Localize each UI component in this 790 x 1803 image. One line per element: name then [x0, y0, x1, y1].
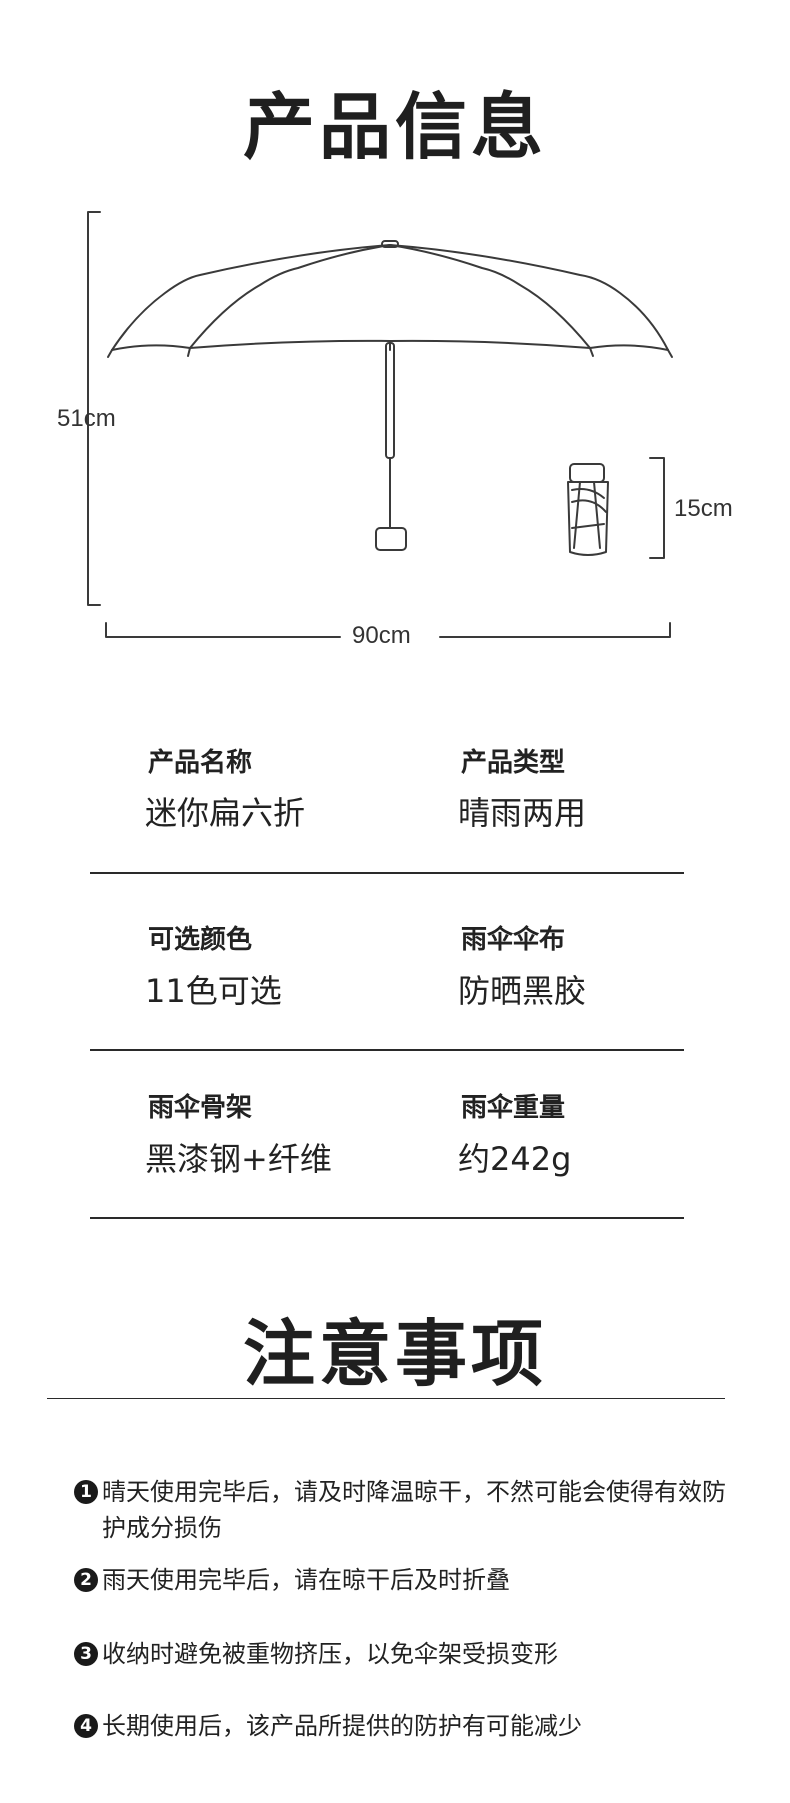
spec-value-weight: 约242g — [458, 1140, 572, 1178]
divider — [47, 1398, 725, 1399]
divider — [90, 1049, 684, 1051]
spec-label-weight: 雨伞重量 — [461, 1093, 566, 1123]
umbrella-canopy-icon — [111, 244, 669, 351]
folded-height-dimension-label: 15cm — [674, 495, 733, 522]
note-item: 2 雨天使用完毕后，请在晾干后及时折叠 — [74, 1562, 734, 1598]
product-info-title: 产品信息 — [242, 85, 547, 169]
note-text: 收纳时避免被重物挤压，以免伞架受损变形 — [102, 1640, 558, 1668]
folded-bracket — [649, 457, 665, 559]
divider — [90, 872, 684, 874]
umbrella-handle — [375, 527, 407, 551]
number-badge-icon: 3 — [74, 1642, 98, 1666]
folded-umbrella-icon — [567, 463, 609, 556]
spec-value-frame: 黑漆钢+纤维 — [145, 1140, 332, 1178]
note-text: 长期使用后，该产品所提供的防护有可能减少 — [102, 1712, 582, 1740]
width-dimension-label: 90cm — [352, 622, 411, 649]
spec-label-product-type: 产品类型 — [461, 748, 566, 778]
spec-value-colors: 11色可选 — [145, 972, 282, 1010]
height-dimension-label: 51cm — [57, 405, 116, 432]
height-bracket — [87, 211, 101, 606]
notes-title: 注意事项 — [242, 1312, 547, 1396]
spec-value-fabric: 防晒黑胶 — [458, 972, 587, 1010]
spec-value-product-type: 晴雨两用 — [458, 794, 587, 832]
spec-label-fabric: 雨伞伞布 — [461, 925, 566, 955]
note-text: 雨天使用完毕后，请在晾干后及时折叠 — [102, 1566, 510, 1594]
spec-value-product-name: 迷你扁六折 — [145, 794, 306, 832]
number-badge-icon: 2 — [74, 1568, 98, 1592]
note-item: 3 收纳时避免被重物挤压，以免伞架受损变形 — [74, 1636, 734, 1672]
spec-label-colors: 可选颜色 — [148, 925, 253, 955]
spec-label-product-name: 产品名称 — [148, 748, 253, 778]
note-text: 晴天使用完毕后，请及时降温晾干，不然可能会使得有效防护成分损伤 — [102, 1478, 726, 1542]
number-badge-icon: 1 — [74, 1480, 98, 1504]
umbrella-diagram — [87, 211, 673, 638]
number-badge-icon: 4 — [74, 1714, 98, 1738]
width-bracket — [105, 622, 341, 638]
note-item: 4 长期使用后，该产品所提供的防护有可能减少 — [74, 1708, 734, 1744]
spec-label-frame: 雨伞骨架 — [148, 1093, 253, 1123]
divider — [90, 1217, 684, 1219]
note-item: 1 晴天使用完毕后，请及时降温晾干，不然可能会使得有效防护成分损伤 — [74, 1474, 734, 1546]
